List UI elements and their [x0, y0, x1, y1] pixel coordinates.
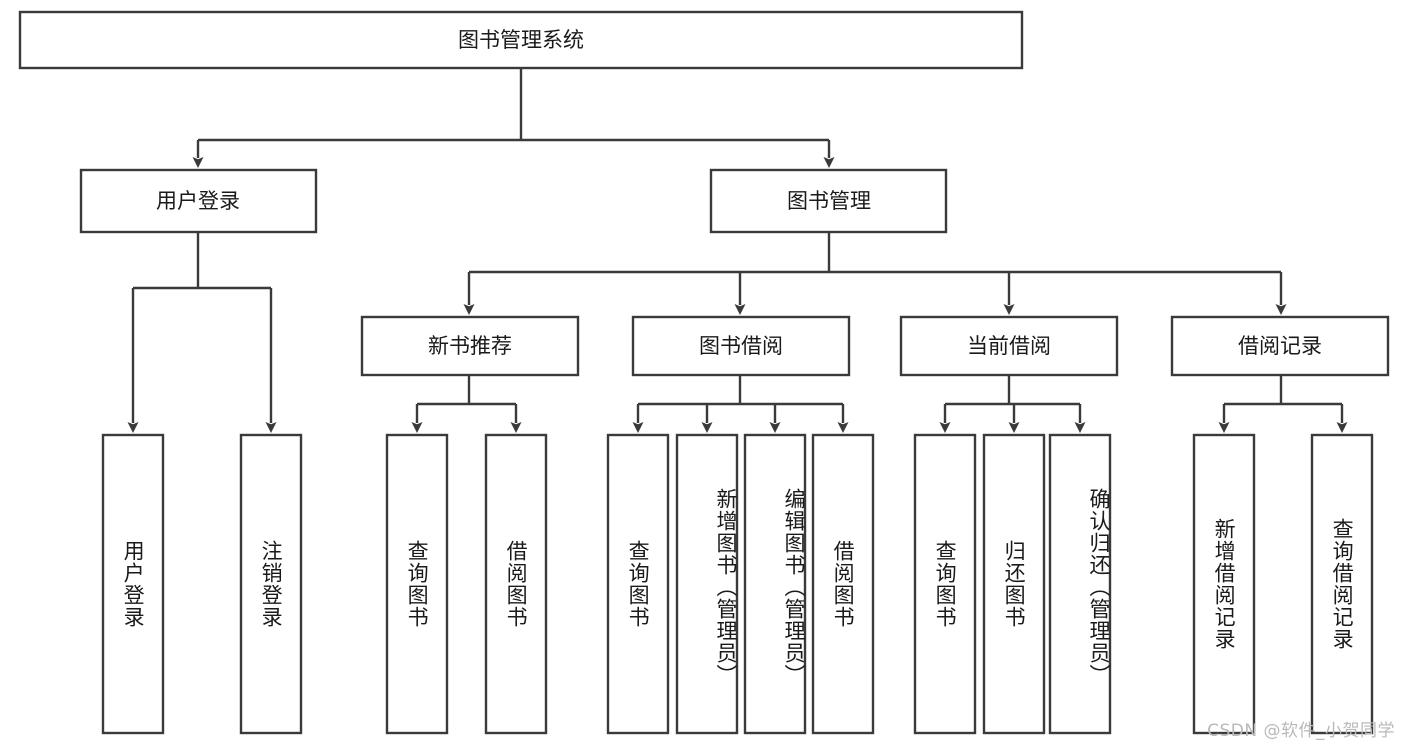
- node-book-management[interactable]: 图书管理: [709, 168, 948, 234]
- node-root-box[interactable]: [18, 10, 1024, 70]
- leaf-box-user-login-1[interactable]: [239, 433, 303, 735]
- node-user-login-box[interactable]: [79, 168, 318, 234]
- connector-group-root: [192, 68, 835, 168]
- leaf-box-records-0[interactable]: [1192, 433, 1256, 735]
- node-book-borrow-label: 图书借阅: [699, 334, 783, 358]
- leaf-box-current-0[interactable]: [913, 433, 977, 735]
- leaf-box-borrow-1[interactable]: [675, 433, 739, 735]
- node-current-borrow[interactable]: 当前借阅: [899, 315, 1119, 377]
- node-borrow-records-label: 借阅记录: [1238, 334, 1322, 358]
- node-root[interactable]: 图书管理系统: [18, 10, 1024, 70]
- leaf-box-borrow-0[interactable]: [606, 433, 670, 735]
- node-root-label: 图书管理系统: [458, 28, 584, 52]
- node-borrow-records[interactable]: 借阅记录: [1170, 315, 1390, 377]
- leaf-box-records-1[interactable]: [1310, 433, 1374, 735]
- node-new-book-recommend[interactable]: 新书推荐: [360, 315, 580, 377]
- node-book-borrow[interactable]: 图书借阅: [631, 315, 851, 377]
- node-book-management-box[interactable]: [709, 168, 948, 234]
- csdn-watermark: CSDN @软件_小贺同学: [1207, 721, 1395, 741]
- leaf-box-new-book-0[interactable]: [385, 433, 449, 735]
- node-new-book-recommend-label: 新书推荐: [428, 334, 512, 358]
- connector-group-book-mgmt: [463, 232, 1287, 315]
- connector-group-current-borrow: [939, 375, 1086, 433]
- node-new-book-recommend-box[interactable]: [360, 315, 580, 377]
- leaf-box-current-2[interactable]: [1048, 433, 1112, 735]
- connector-group-user-login: [127, 232, 277, 433]
- leaf-box-borrow-3[interactable]: [811, 433, 875, 735]
- connector-group-records: [1218, 375, 1348, 433]
- node-borrow-records-box[interactable]: [1170, 315, 1390, 377]
- leaf-box-current-1[interactable]: [982, 433, 1046, 735]
- leaf-box-borrow-2[interactable]: [743, 433, 807, 735]
- node-user-login-label: 用户登录: [156, 189, 240, 213]
- connector-group-new-book: [411, 375, 522, 433]
- node-current-borrow-label: 当前借阅: [967, 334, 1051, 358]
- node-user-login[interactable]: 用户登录: [79, 168, 318, 234]
- node-book-management-label: 图书管理: [787, 189, 871, 213]
- leaf-box-new-book-1[interactable]: [484, 433, 548, 735]
- node-current-borrow-box[interactable]: [899, 315, 1119, 377]
- connector-group-borrow: [632, 375, 849, 433]
- node-book-borrow-box[interactable]: [631, 315, 851, 377]
- leaf-box-user-login-0[interactable]: [101, 433, 165, 735]
